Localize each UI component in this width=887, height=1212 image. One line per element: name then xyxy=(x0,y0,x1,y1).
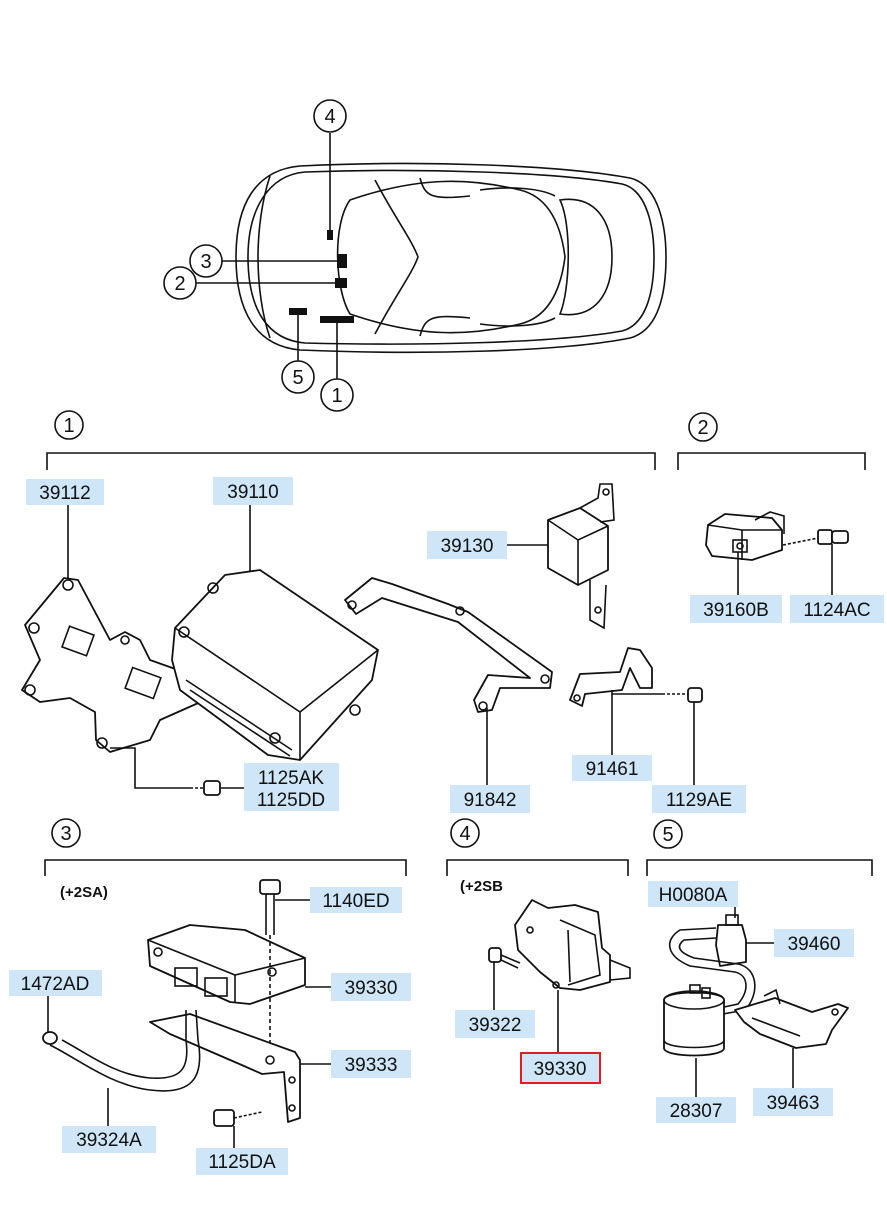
svg-text:1125DD: 1125DD xyxy=(257,790,325,811)
callout-number: 5 xyxy=(292,367,303,389)
relay-39160B-drawing xyxy=(705,513,783,561)
part-label-39463[interactable]: 39463 xyxy=(753,1088,833,1116)
variant-note: (+2SA) xyxy=(60,884,108,901)
part-label-39330-section-3[interactable]: 39330 xyxy=(331,973,411,1001)
part-label-39324A[interactable]: 39324A xyxy=(62,1126,156,1153)
svg-text:28307: 28307 xyxy=(670,1101,723,1122)
svg-text:39324A: 39324A xyxy=(76,1130,142,1151)
part-label-1129AE[interactable]: 1129AE xyxy=(652,785,746,813)
callout-number: 3 xyxy=(200,251,211,273)
svg-text:39333: 39333 xyxy=(345,1055,398,1076)
part-label-1125DA[interactable]: 1125DA xyxy=(196,1148,288,1175)
car-top-view xyxy=(235,162,667,354)
svg-text:1125AK: 1125AK xyxy=(258,768,325,789)
section-number: 3 xyxy=(60,823,71,845)
svg-text:1140ED: 1140ED xyxy=(322,891,389,912)
part-label-39460[interactable]: 39460 xyxy=(774,929,854,957)
part-label-28307[interactable]: 28307 xyxy=(656,1097,736,1123)
hose-39324A-drawing xyxy=(49,1009,201,1092)
module-39330-drawing xyxy=(147,924,306,1005)
svg-text:39463: 39463 xyxy=(767,1093,820,1114)
part-label-39110[interactable]: 39110 xyxy=(213,477,293,505)
bracket-91842-drawing xyxy=(344,577,553,713)
section-3: 3 (+2SA) xyxy=(9,818,411,1175)
car-callout-4: 4 xyxy=(313,99,347,230)
svg-text:39322: 39322 xyxy=(469,1015,522,1036)
svg-text:39130: 39130 xyxy=(441,536,494,557)
bolt-1125DA-drawing xyxy=(213,1109,263,1127)
svg-text:1129AE: 1129AE xyxy=(666,790,732,811)
part-label-39322[interactable]: 39322 xyxy=(455,1010,535,1038)
part-label-1140ED[interactable]: 1140ED xyxy=(310,887,402,913)
section-1: 1 xyxy=(21,410,746,813)
bolt-1129AE-drawing xyxy=(662,687,703,703)
svg-text:39460: 39460 xyxy=(788,934,841,955)
valve-39460-drawing xyxy=(715,924,747,967)
part-label-91842[interactable]: 91842 xyxy=(450,785,530,813)
bolt-1124AC-drawing xyxy=(782,529,849,546)
section-number: 5 xyxy=(662,824,673,846)
part-label-39330-highlighted[interactable]: 39330 xyxy=(520,1052,601,1084)
part-label-H0080A[interactable]: H0080A xyxy=(648,881,738,907)
svg-text:39110: 39110 xyxy=(227,482,278,503)
svg-text:1124AC: 1124AC xyxy=(803,600,870,621)
svg-text:39330: 39330 xyxy=(534,1059,587,1080)
svg-text:1472AD: 1472AD xyxy=(21,974,90,995)
part-label-39160B[interactable]: 39160B xyxy=(690,595,782,623)
svg-text:1125DA: 1125DA xyxy=(208,1152,276,1173)
section-2: 2 39160B 1124AC xyxy=(677,412,884,623)
callout-number: 1 xyxy=(331,385,342,407)
section-number: 2 xyxy=(697,417,708,439)
bracket-39112-drawing xyxy=(21,577,206,753)
part-label-91461[interactable]: 91461 xyxy=(572,755,652,781)
car-callout-5: 5 xyxy=(281,315,315,394)
svg-text:91842: 91842 xyxy=(464,790,517,811)
car-callout-2: 2 xyxy=(163,266,335,300)
bolt-1125AK-drawing xyxy=(190,780,221,796)
svg-text:39160B: 39160B xyxy=(703,600,769,621)
section-number: 1 xyxy=(63,415,74,437)
section-5: 5 H0080A 39460 xyxy=(646,819,873,1123)
part-label-1124AC[interactable]: 1124AC xyxy=(790,595,884,623)
actuator-39330-drawing xyxy=(514,899,611,991)
variant-note: (+2SB xyxy=(460,878,503,895)
svg-text:39112: 39112 xyxy=(39,483,90,504)
callout-number: 4 xyxy=(324,106,335,128)
car-callout-1: 1 xyxy=(320,323,354,412)
car-callout-3: 3 xyxy=(189,244,337,278)
part-label-39333[interactable]: 39333 xyxy=(331,1050,411,1078)
bracket-39333-drawing xyxy=(149,1013,301,1123)
svg-text:39330: 39330 xyxy=(345,978,398,999)
screw-39322-drawing xyxy=(488,947,521,969)
bolt-1140ED-drawing xyxy=(259,879,281,1060)
bracket-91461-drawing xyxy=(569,647,653,707)
part-label-39130[interactable]: 39130 xyxy=(427,531,507,559)
section-number: 4 xyxy=(459,823,470,845)
part-label-39112[interactable]: 39112 xyxy=(26,479,104,505)
callout-number: 2 xyxy=(174,273,185,295)
svg-text:H0080A: H0080A xyxy=(659,885,728,906)
svg-text:91461: 91461 xyxy=(586,759,639,780)
section-4: 4 (+2SB 39322 39330 xyxy=(446,818,631,1084)
bracket-39463-drawing xyxy=(734,997,849,1049)
cap-1472AD-drawing xyxy=(42,1031,58,1045)
part-label-1472AD[interactable]: 1472AD xyxy=(9,970,102,996)
part-label-1125AK-1125DD[interactable]: 1125AK 1125DD xyxy=(244,763,339,811)
